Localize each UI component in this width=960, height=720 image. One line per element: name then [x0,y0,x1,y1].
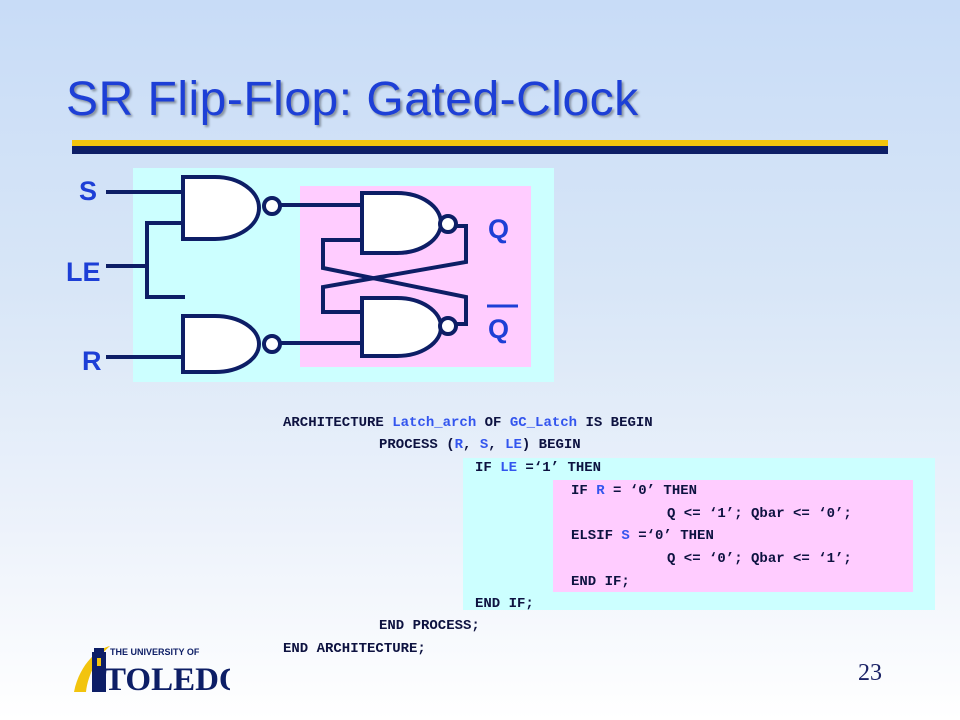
code-line-3: IF LE =‘1’ THEN [475,460,602,476]
logo-line-1: THE UNIVERSITY OF [110,647,200,657]
title-rule-gold [72,140,888,146]
university-of-toledo-logo: THE UNIVERSITY OF TOLEDO [74,646,230,698]
input-label-s: S [79,176,97,206]
nand-gate-3-bubble [438,214,458,234]
nand-gate-2 [181,314,261,374]
output-label-q: Q [488,214,509,244]
gated-sr-latch-diagram: S LE R Q Q [66,168,554,382]
code-line-7: Q <= ‘0’; Qbar <= ‘1’; [667,551,852,567]
code-line-1: ARCHITECTURE Latch_arch OF GC_Latch IS B… [283,415,653,431]
code-line-9: END IF; [475,596,534,612]
wire-le-branch [145,221,185,299]
code-line-6: ELSIF S =‘0’ THEN [571,528,714,544]
wire-q-feedback [321,224,468,314]
code-line-2: PROCESS (R, S, LE) BEGIN [379,437,581,453]
code-line-10: END PROCESS; [379,618,480,634]
if-r-block-highlight [553,480,913,592]
slide-title: SR Flip-Flop: Gated-Clock [66,73,639,126]
code-line-8: END IF; [571,574,630,590]
nand-gate-1-bubble [262,196,282,216]
input-label-r: R [82,346,102,376]
title-rule-navy [72,146,888,154]
code-line-11: END ARCHITECTURE; [283,641,426,657]
code-line-4: IF R = ‘0’ THEN [571,483,698,499]
wire-qbar-feedback [321,238,468,326]
logo-line-2: TOLEDO [104,662,230,698]
page-number: 23 [858,660,882,686]
output-label-qbar: Q [488,314,509,344]
nand-gate-2-bubble [262,334,282,354]
code-line-5: Q <= ‘1’; Qbar <= ‘0’; [667,506,852,522]
input-label-le: LE [66,257,101,287]
nand-gate-1 [181,175,261,241]
nand-gate-4-bubble [438,316,458,336]
